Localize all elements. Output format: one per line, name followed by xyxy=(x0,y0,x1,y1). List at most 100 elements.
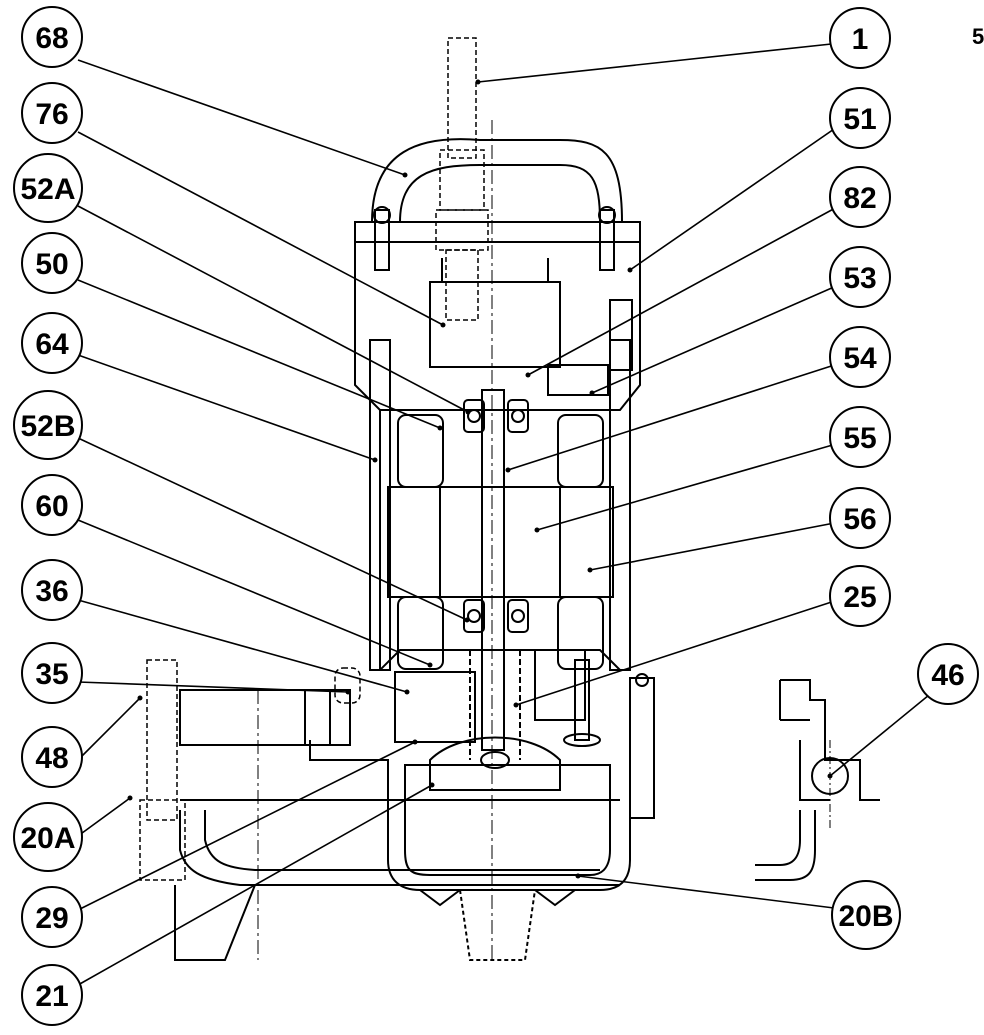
leader-endpoint-dot xyxy=(534,527,540,533)
svg-text:51: 51 xyxy=(843,103,876,136)
callout-1: 1 xyxy=(829,7,891,69)
callout-68: 68 xyxy=(21,6,83,68)
svg-text:68: 68 xyxy=(35,22,68,55)
pump-casing xyxy=(309,700,631,961)
callout-21: 21 xyxy=(21,964,83,1026)
leader-76 xyxy=(77,131,444,326)
callout-20a: 20A xyxy=(13,802,83,872)
leader-52b xyxy=(77,437,468,621)
power-cable xyxy=(435,37,489,321)
leader-20a xyxy=(77,797,131,837)
leader-endpoint-dot xyxy=(404,689,410,695)
motor-cover xyxy=(354,206,641,411)
svg-text:54: 54 xyxy=(843,342,877,375)
svg-text:20A: 20A xyxy=(20,822,75,855)
svg-text:52A: 52A xyxy=(20,173,75,206)
leader-endpoint-dot xyxy=(427,662,433,668)
leader-64 xyxy=(77,354,376,461)
svg-text:60: 60 xyxy=(35,490,68,523)
svg-text:82: 82 xyxy=(843,182,876,215)
leader-endpoint-dot xyxy=(827,773,833,779)
leader-21 xyxy=(77,784,433,986)
leader-endpoint-dot xyxy=(437,425,443,431)
svg-text:50: 50 xyxy=(35,248,68,281)
svg-text:64: 64 xyxy=(35,328,69,361)
lifting-handle xyxy=(371,138,623,223)
svg-text:36: 36 xyxy=(35,575,68,608)
svg-text:52B: 52B xyxy=(20,410,75,443)
svg-text:29: 29 xyxy=(35,902,68,935)
callout-35: 35 xyxy=(21,642,83,704)
leader-endpoint-dot xyxy=(587,567,593,573)
leader-endpoint-dot xyxy=(464,617,470,623)
leader-endpoint-dot xyxy=(589,390,595,396)
callout-53: 53 xyxy=(829,246,891,308)
callout-76: 76 xyxy=(21,82,83,144)
leader-60 xyxy=(77,519,431,666)
callout-20b: 20B xyxy=(831,880,901,950)
svg-text:76: 76 xyxy=(35,98,68,131)
pump-body-drawing xyxy=(139,37,880,961)
leader-68 xyxy=(77,59,406,176)
detail-inset xyxy=(755,679,880,881)
shaft xyxy=(463,389,529,751)
leader-53 xyxy=(591,279,851,394)
svg-text:20B: 20B xyxy=(838,900,893,933)
leader-51 xyxy=(629,117,851,271)
svg-text:53: 53 xyxy=(843,262,876,295)
callout-52a: 52A xyxy=(13,153,83,223)
leader-endpoint-dot xyxy=(429,782,435,788)
svg-text:21: 21 xyxy=(35,980,68,1013)
leader-endpoint-dot xyxy=(412,739,418,745)
leader-lines xyxy=(77,41,941,986)
leader-29 xyxy=(77,741,416,911)
leader-endpoint-dot xyxy=(137,695,143,701)
leader-52a xyxy=(77,205,469,413)
leader-48 xyxy=(77,697,141,761)
callout-54: 54 xyxy=(829,326,891,388)
leader-endpoint-dot xyxy=(505,467,511,473)
leader-endpoint-dot xyxy=(475,79,481,85)
svg-text:1: 1 xyxy=(852,23,869,56)
callout-36: 36 xyxy=(21,559,83,621)
callout-52b: 52B xyxy=(13,390,83,460)
leader-endpoint-dot xyxy=(575,873,581,879)
leader-endpoint-dot xyxy=(127,795,133,801)
callout-60: 60 xyxy=(21,474,83,536)
leader-20b xyxy=(577,875,851,911)
leader-54 xyxy=(507,359,851,471)
leader-46 xyxy=(829,685,941,777)
svg-text:25: 25 xyxy=(843,581,876,614)
callout-64: 64 xyxy=(21,312,83,374)
leader-36 xyxy=(77,599,408,693)
leader-endpoint-dot xyxy=(627,267,633,273)
leader-56 xyxy=(589,519,851,571)
leader-endpoint-dot xyxy=(345,689,351,695)
callout-55: 55 xyxy=(829,406,891,468)
svg-text:55: 55 xyxy=(843,422,876,455)
svg-text:46: 46 xyxy=(931,659,964,692)
callout-29: 29 xyxy=(21,886,83,948)
callout-82: 82 xyxy=(829,166,891,228)
callout-48: 48 xyxy=(21,726,83,788)
callout-46: 46 xyxy=(917,643,979,705)
leader-endpoint-dot xyxy=(372,457,378,463)
base-stand xyxy=(174,689,620,961)
leader-endpoint-dot xyxy=(513,702,519,708)
callout-25: 25 xyxy=(829,565,891,627)
leader-endpoint-dot xyxy=(402,172,408,178)
edge-label-fragment: 5 xyxy=(972,24,984,49)
leader-endpoint-dot xyxy=(465,409,471,415)
svg-text:56: 56 xyxy=(843,503,876,536)
callout-51: 51 xyxy=(829,87,891,149)
leader-25 xyxy=(515,595,851,706)
svg-text:35: 35 xyxy=(35,658,68,691)
leader-endpoint-dot xyxy=(525,372,531,378)
leader-55 xyxy=(536,439,851,531)
callout-50: 50 xyxy=(21,232,83,294)
seal-housing xyxy=(379,649,655,819)
svg-text:48: 48 xyxy=(35,742,68,775)
leader-endpoint-dot xyxy=(440,322,446,328)
